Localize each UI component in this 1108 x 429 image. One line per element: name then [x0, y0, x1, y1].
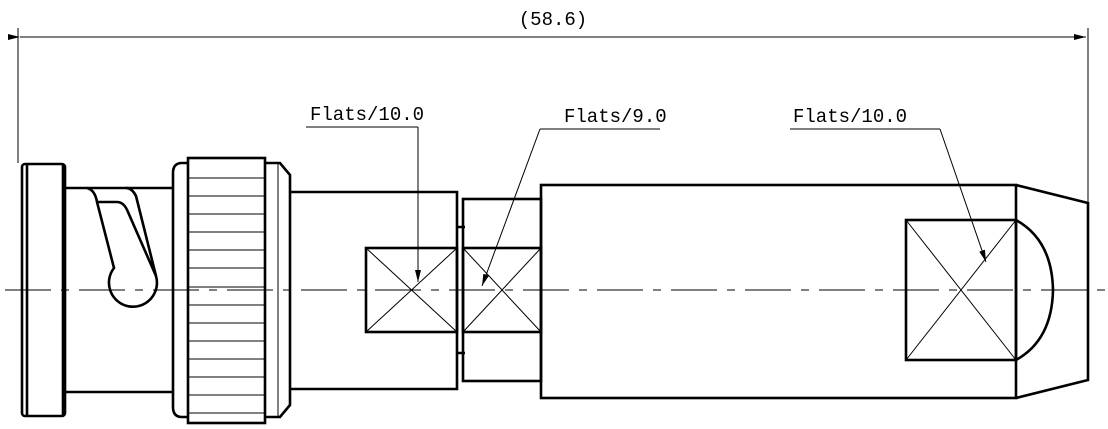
bayonet-body: [66, 186, 173, 394]
overall-length-label: (58.6): [519, 9, 587, 31]
callout-flats-1: Flats/10.0: [306, 104, 424, 282]
callout-flats-2: Flats/9.0: [481, 106, 667, 287]
callout-label: Flats/10.0: [310, 104, 424, 126]
overall-dimension: (58.6): [8, 9, 1089, 203]
callout-flats-3: Flats/10.0: [790, 106, 987, 263]
callout-label: Flats/10.0: [793, 106, 907, 128]
crimp-body: [539, 183, 1090, 400]
leader-arrow: [939, 128, 987, 263]
leader-arrow: [481, 128, 541, 287]
callout-label: Flats/9.0: [564, 106, 667, 128]
